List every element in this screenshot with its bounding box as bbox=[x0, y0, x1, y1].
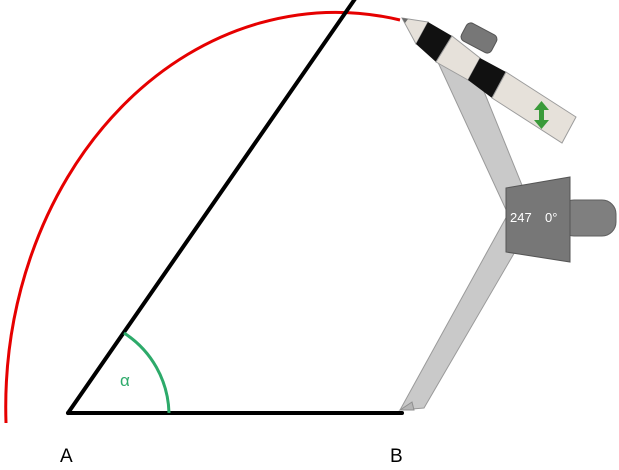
angle-arc bbox=[123, 331, 171, 414]
point-a-label: A bbox=[60, 446, 73, 467]
pencil-band-back bbox=[468, 58, 506, 98]
pencil-clamp bbox=[460, 22, 498, 54]
compass-radius-readout: 247 bbox=[510, 210, 532, 225]
compass-tool[interactable]: 247 0° bbox=[398, 17, 617, 411]
compass-needle-tip bbox=[398, 401, 415, 411]
point-b-label: B bbox=[390, 446, 403, 467]
double-arrow-icon[interactable] bbox=[534, 101, 549, 129]
compass-angle-readout: 0° bbox=[545, 210, 557, 225]
pencil-end[interactable] bbox=[491, 71, 577, 144]
compass-arc bbox=[4, 10, 401, 424]
ray-from-a bbox=[66, 0, 357, 415]
compass-hinge[interactable] bbox=[505, 176, 571, 263]
pencil-lead bbox=[402, 18, 408, 23]
pencil-band-front bbox=[416, 22, 452, 62]
angle-label: α bbox=[120, 371, 130, 390]
